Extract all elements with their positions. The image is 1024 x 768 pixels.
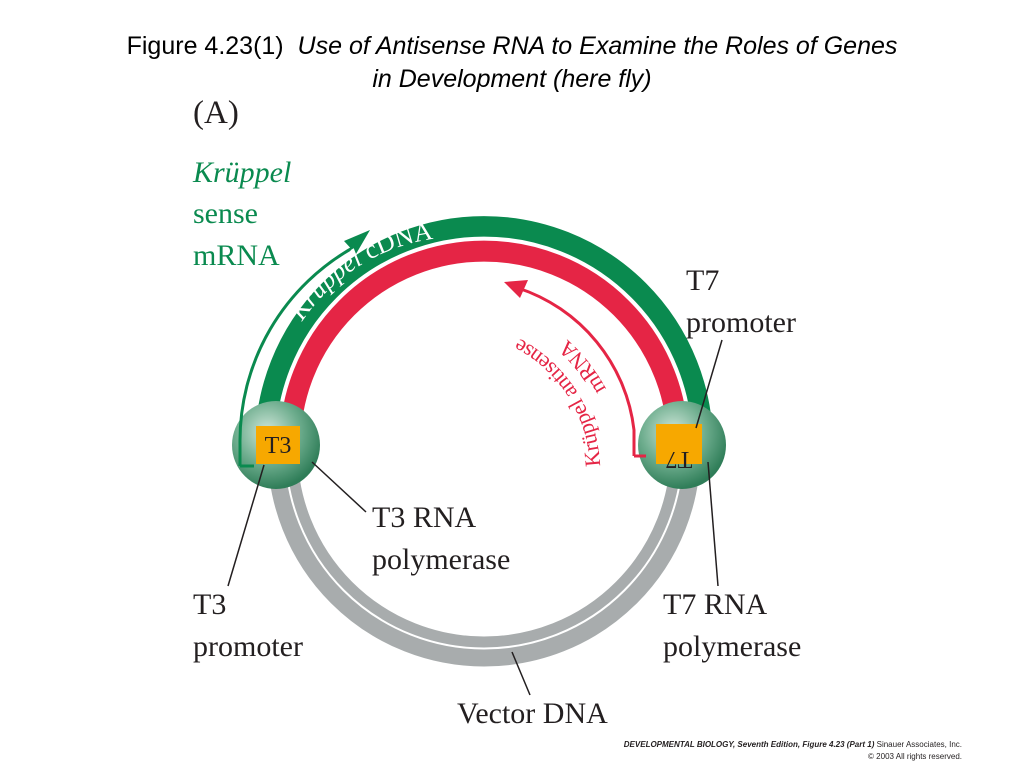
sense-arrowhead — [344, 230, 370, 254]
figure-title: Figure 4.23(1) Use of Antisense RNA to E… — [0, 30, 1024, 96]
t7-promoter-leader — [695, 339, 723, 429]
vector-dna-leader — [511, 651, 531, 696]
t3-polymerase-label-line1: T3 RNA — [372, 501, 477, 534]
antisense-arrowhead — [504, 280, 528, 298]
t7-polymerase-label-line1: T7 RNA — [663, 588, 768, 621]
t3-polymerase-leader — [311, 461, 367, 513]
sense-label-line3: mRNA — [193, 239, 280, 272]
credit-publisher: Sinauer Associates, Inc. — [876, 740, 962, 749]
t3-box-label: T3 — [265, 433, 292, 459]
strand-separator — [275, 236, 693, 446]
antisense-mrna-transcript — [517, 286, 636, 456]
vector-dna-inner-strand — [286, 449, 682, 648]
t7-promoter-label-line2: promoter — [686, 306, 796, 339]
t3-promoter-leader — [227, 464, 265, 587]
panel-label: (A) — [193, 95, 239, 131]
credit-book: DEVELOPMENTAL BIOLOGY, Seventh Edition, — [623, 740, 801, 749]
cdna-antisense-strand — [279, 240, 689, 446]
t3-promoter-label-line2: promoter — [193, 630, 303, 663]
cdna-sense-strand — [255, 216, 713, 446]
sense-label-line1: Krüppel — [192, 156, 291, 189]
figure-title-line2: in Development (here fly) — [372, 65, 652, 93]
vector-dna-outer-strand — [267, 449, 701, 667]
credit-figure: Figure 4.23 (Part 1) — [802, 740, 875, 749]
vector-dna-label: Vector DNA — [457, 697, 608, 730]
t3-polymerase-label-line2: polymerase — [372, 543, 510, 576]
t7-polymerase-leader — [707, 461, 719, 587]
t3-promoter-box — [256, 426, 300, 464]
figure-number: Figure 4.23(1) — [126, 32, 284, 60]
t7-promoter-box — [656, 424, 702, 464]
credit-copyright: © 2003 All rights reserved. — [868, 752, 962, 761]
sense-label-line2: sense — [193, 197, 258, 230]
t3-promoter-label-line1: T3 — [193, 588, 226, 621]
figure-credit: DEVELOPMENTAL BIOLOGY, Seventh Edition, … — [624, 739, 962, 763]
t7-promoter-label-line1: T7 — [686, 264, 719, 297]
sense-mrna-transcript — [238, 244, 357, 466]
t7-box-label: T7 — [666, 446, 693, 472]
figure-title-line1: Use of Antisense RNA to Examine the Role… — [297, 32, 898, 60]
t7-polymerase-label-line2: polymerase — [663, 630, 801, 663]
